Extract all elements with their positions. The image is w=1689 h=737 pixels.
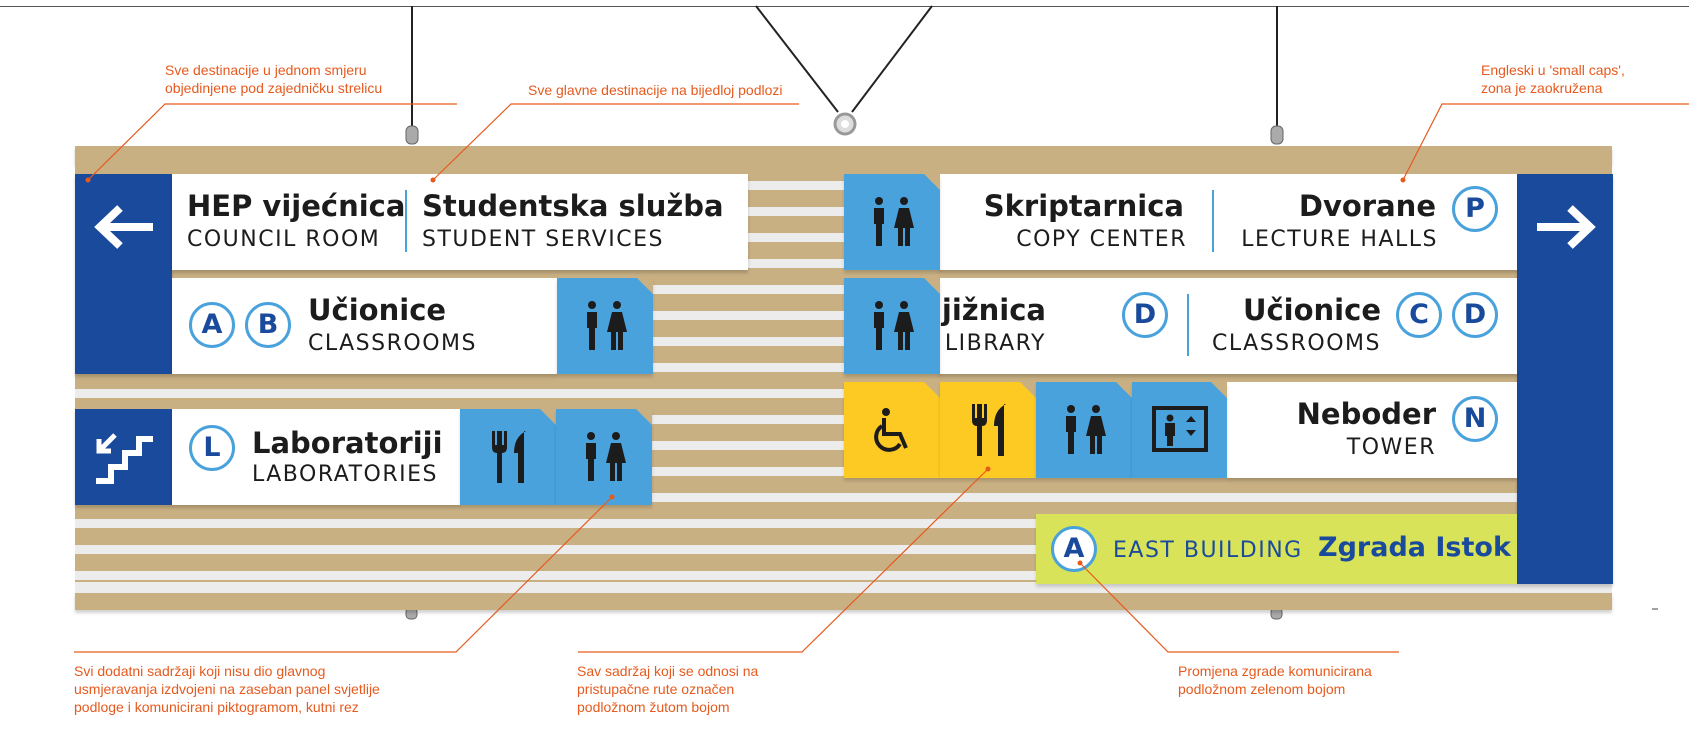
arrow-left-icon — [94, 205, 153, 249]
annotation-line: Promjena zgrade komunicirana — [1178, 663, 1372, 679]
corner-cut — [1211, 382, 1227, 398]
annotation-top-center: Sve glavne destinacije na bijedloj podlo… — [528, 81, 783, 99]
restroom-tile — [844, 278, 940, 374]
annotation-bottom-center: Sav sadržaj koji se odnosi na pristupačn… — [577, 662, 758, 716]
dest-title: Studentska služba — [422, 189, 724, 223]
dest-title: Učionice — [308, 293, 447, 327]
elevator-icon — [1152, 406, 1208, 452]
annotation-line: podložnom zelenom bojom — [1178, 681, 1346, 697]
annotation-bottom-left: Svi dodatni sadržaji koji nisu dio glavn… — [74, 662, 380, 716]
corner-cut — [924, 278, 940, 294]
corner-cut — [924, 382, 940, 398]
wheelchair-tile — [844, 382, 940, 478]
restroom-icon — [587, 301, 627, 350]
annotation-line: podložnom žutom bojom — [577, 699, 730, 715]
dest-subtitle: COUNCIL ROOM — [187, 227, 381, 252]
dest-title: Laboratoriji — [252, 426, 443, 460]
annotation-line: zona je zaokružena — [1481, 80, 1603, 96]
beam-gap — [75, 582, 1612, 593]
zone-badge: L — [189, 425, 235, 471]
restaurant-icon — [972, 404, 1006, 456]
corner-cut — [637, 278, 653, 294]
restroom-icon — [1066, 405, 1106, 454]
dest-subtitle: LECTURE HALLS — [1241, 227, 1438, 252]
building-band: A EAST BUILDING Zgrada Istok — [1036, 514, 1517, 584]
dest-subtitle: STUDENT SERVICES — [422, 227, 664, 252]
suspension-wire — [411, 6, 413, 128]
annotation-top-right: Engleski u 'small caps', zona je zaokruž… — [1481, 61, 1625, 97]
dest-title: HEP vijećnica — [187, 189, 406, 223]
restaurant-tile — [940, 382, 1036, 478]
dest-subtitle: COPY CENTER — [1016, 227, 1187, 252]
corner-cut — [540, 409, 556, 425]
dest-subtitle: TOWER — [1346, 435, 1436, 460]
wheelchair-icon — [874, 408, 908, 452]
left-arrow-panel — [75, 174, 172, 374]
restroom-tile — [556, 409, 652, 505]
bottom-beam — [75, 593, 1612, 610]
zone-badge: C — [1396, 292, 1442, 338]
annotation-line: objedinjene pod zajedničku strelicu — [165, 80, 383, 96]
restaurant-icon — [492, 431, 526, 483]
sign-left-mid: A B Učionice CLASSROOMS — [172, 278, 557, 374]
elevator-tile — [1132, 382, 1227, 478]
annotation-line: pristupačne rute označen — [577, 681, 735, 697]
zone-badge: A — [189, 302, 235, 348]
sign-right-top: Skriptarnica COPY CENTER Dvorane LECTURE… — [939, 174, 1517, 270]
corner-cut — [1116, 382, 1132, 398]
bottom-clips — [405, 607, 1283, 620]
sign-left-low: L Laboratoriji LABORATORIES — [172, 409, 460, 505]
zone-badge: D — [1452, 292, 1498, 338]
annotation-line: Sve destinacije u jednom smjeru — [165, 62, 367, 78]
zone-badge: N — [1452, 396, 1498, 442]
restroom-icon — [874, 301, 914, 350]
stairs-panel — [75, 409, 172, 505]
annotation-line: Sav sadržaj koji se odnosi na — [577, 663, 759, 679]
zone-badge: P — [1452, 186, 1498, 232]
restroom-tile — [1036, 382, 1132, 478]
zone-badge: A — [1051, 526, 1097, 572]
suspension-wire — [1276, 6, 1278, 128]
annotation-line: Engleski u 'small caps', — [1481, 62, 1625, 78]
annotation-line: usmjeravanja izdvojeni na zaseban panel … — [74, 681, 380, 697]
sign-right-low: Neboder TOWER N — [1227, 382, 1517, 478]
restroom-icon — [586, 432, 626, 481]
corner-cut — [636, 409, 652, 425]
dest-title: Neboder — [1296, 397, 1436, 431]
annotation-line: Sve glavne destinacije na bijedloj podlo… — [528, 82, 783, 98]
dest-subtitle: LABORATORIES — [252, 462, 438, 487]
annotation-top-left: Sve destinacije u jednom smjeru objedinj… — [165, 61, 382, 97]
separator — [405, 190, 407, 252]
corner-cut — [1020, 382, 1036, 398]
dest-subtitle: LIBRARY — [944, 331, 1046, 356]
building-croatian: Zgrada Istok — [1318, 532, 1511, 563]
stairs-down-icon — [96, 433, 153, 484]
dest-title: Učionice — [1242, 293, 1381, 327]
zone-badge: D — [1122, 292, 1168, 338]
annotation-line: Svi dodatni sadržaji koji nisu dio glavn… — [74, 663, 326, 679]
separator — [1212, 190, 1214, 252]
building-english: EAST BUILDING — [1113, 538, 1303, 563]
annotation-line: podloge i komunicirani piktogramom, kutn… — [74, 699, 359, 715]
restroom-tile — [557, 278, 653, 374]
sign-left-top: HEP vijećnica COUNCIL ROOM Studentska sl… — [172, 174, 748, 270]
dest-subtitle: CLASSROOMS — [1212, 331, 1381, 356]
arrow-right-icon — [1537, 205, 1596, 249]
sign-right-mid: Knjižnica LIBRARY D Učionice CLASSROOMS … — [899, 278, 1517, 374]
dest-title: Dvorane — [1298, 189, 1436, 223]
right-arrow-panel — [1517, 174, 1613, 584]
separator — [1187, 294, 1189, 356]
restroom-icon — [874, 197, 914, 246]
dest-subtitle: CLASSROOMS — [308, 331, 477, 356]
corner-cut — [924, 174, 940, 190]
top-beam — [75, 146, 1612, 164]
restaurant-tile — [460, 409, 556, 505]
zone-badge: B — [245, 302, 291, 348]
suspension-cables — [405, 5, 1284, 145]
annotation-bottom-right: Promjena zgrade komunicirana podložnom z… — [1178, 662, 1372, 698]
ceiling-line — [0, 6, 1689, 7]
dest-title: Skriptarnica — [983, 189, 1184, 223]
restroom-tile — [844, 174, 940, 270]
